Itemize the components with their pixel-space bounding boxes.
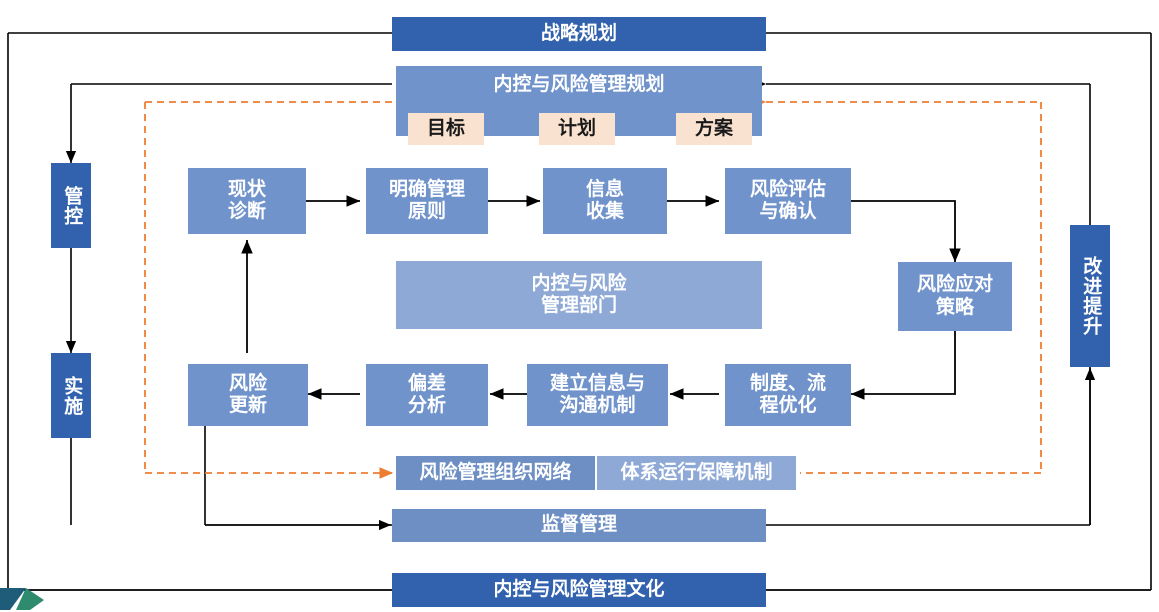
process-step-collect[interactable]: 信息 收集 — [543, 168, 667, 234]
dashed-governance-loop — [144, 96, 1042, 479]
strategy-planning-bar[interactable]: 战略规划 — [392, 17, 766, 51]
planning-chip-goal[interactable]: 目标 — [408, 113, 484, 145]
support-bar-guarantee[interactable]: 体系运行保障机制 — [597, 456, 796, 490]
process-step-assess[interactable]: 风险评估 与确认 — [725, 168, 851, 234]
process-step-response-strategy[interactable]: 风险应对 策略 — [898, 262, 1012, 331]
rail-item-gaijin[interactable]: 改进提升 — [1070, 225, 1110, 367]
arrow-p4-strategy — [851, 200, 961, 263]
planning-chip-plan[interactable]: 计划 — [539, 113, 615, 145]
risk-management-department[interactable]: 内控与风险 管理部门 — [396, 261, 762, 329]
process-step-communication[interactable]: 建立信息与 沟通机制 — [527, 364, 668, 426]
planning-chip-scheme[interactable]: 方案 — [676, 113, 752, 145]
process-step-principles[interactable]: 明确管理 原则 — [366, 168, 488, 234]
supervision-bar[interactable]: 监督管理 — [392, 509, 766, 542]
process-step-risk-update[interactable]: 风险 更新 — [188, 364, 308, 426]
process-step-diagnose[interactable]: 现状 诊断 — [188, 168, 306, 234]
support-bar-org-network[interactable]: 风险管理组织网络 — [396, 456, 595, 490]
culture-bar[interactable]: 内控与风险管理文化 — [392, 573, 766, 607]
rail-item-shishi[interactable]: 实施 — [51, 353, 91, 438]
brand-logo-icon — [0, 588, 44, 610]
arrow-strategy-p5 — [850, 331, 956, 400]
rail-item-guankong[interactable]: 管控 — [51, 163, 91, 248]
process-step-process-optimize[interactable]: 制度、流 程优化 — [725, 364, 851, 426]
process-step-deviation[interactable]: 偏差 分析 — [366, 364, 488, 426]
